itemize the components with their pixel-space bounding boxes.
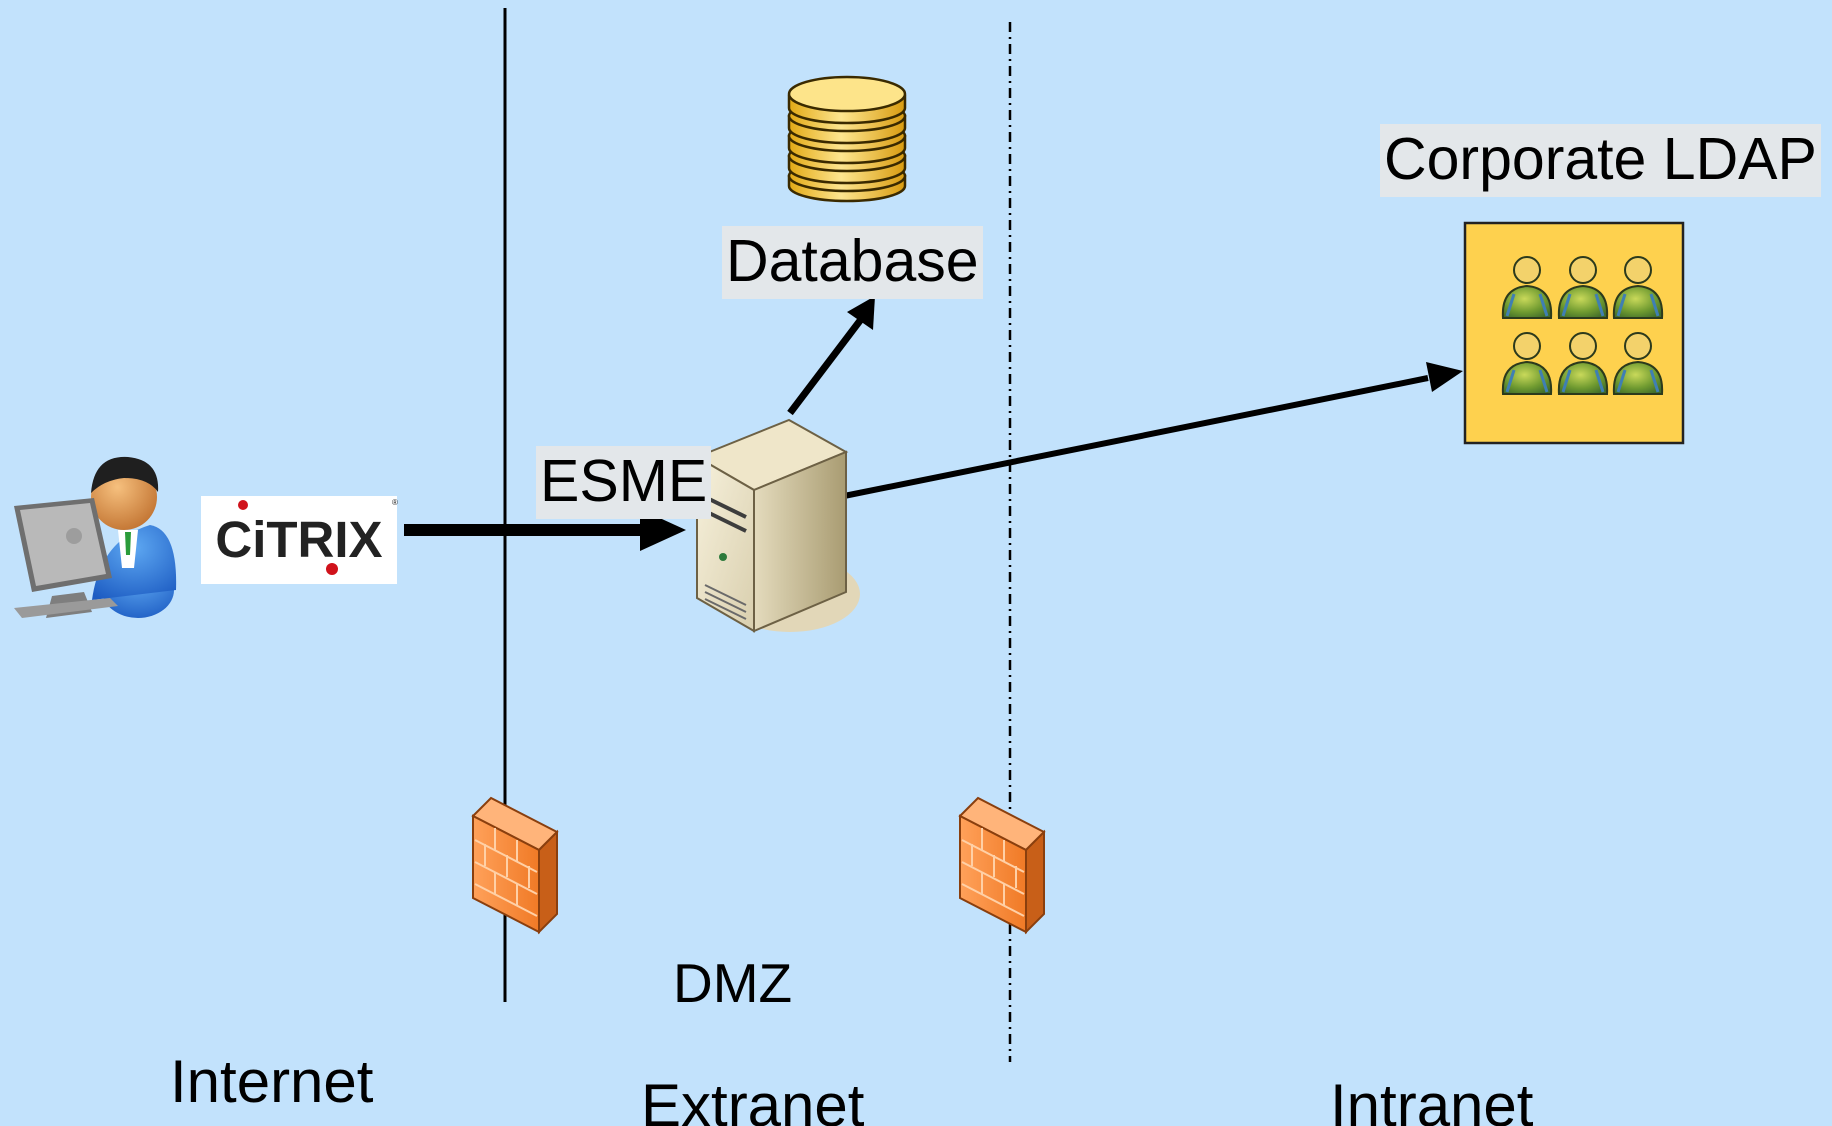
database-icon: [787, 75, 907, 203]
svg-text:®: ®: [392, 498, 398, 507]
server-icon: [694, 418, 860, 633]
internet-zone-label: Internet: [170, 1048, 374, 1115]
user-group-icon: [1501, 256, 1664, 395]
citrix-logo-text: CiTRIX: [215, 511, 382, 568]
firewall-icon: [958, 796, 1046, 935]
citrix-logo: CiTRIX ®: [201, 496, 398, 584]
extranet-zone-label: Extranet: [641, 1072, 865, 1126]
arrow-esme-to-ldap: [843, 362, 1463, 499]
dmz-label: DMZ: [673, 952, 793, 1014]
arrow-esme-to-database: [787, 296, 875, 416]
user-at-computer-icon: [14, 456, 177, 618]
esme-label: ESME: [536, 446, 712, 519]
database-label: Database: [722, 226, 983, 299]
corporate-ldap-label: Corporate LDAP: [1380, 124, 1821, 197]
intranet-zone-label: Intranet: [1330, 1072, 1534, 1126]
firewall-icon: [471, 796, 559, 935]
arrow-citrix-to-esme: [404, 509, 686, 551]
ldap-box: [1463, 221, 1685, 445]
